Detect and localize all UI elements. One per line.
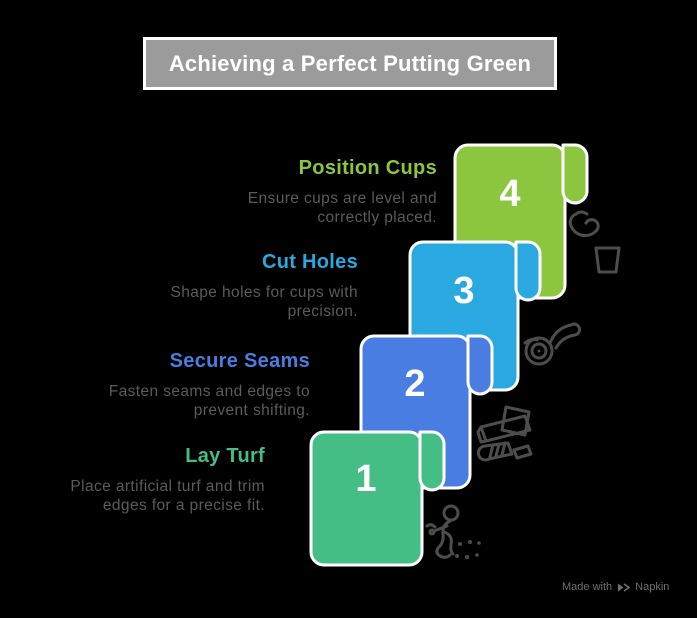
step-number: 2 [404,363,425,405]
step-number: 1 [355,458,376,500]
ribbon-step-1: 1 [309,430,446,567]
kneeling-person-icon [425,504,481,559]
page-title: Achieving a Perfect Putting Green [168,50,532,76]
step-body-line: Fasten seams and edges to [108,383,310,400]
ribbon-curl [418,430,446,492]
step-text-block-4: Position Cups Ensure cups are level and … [197,156,437,227]
step-body: Ensure cups are level and correctly plac… [197,190,437,227]
title-banner: Achieving a Perfect Putting Green [143,37,557,90]
step-text-block-3: Cut Holes Shape holes for cups with prec… [118,250,358,321]
step-body-line: Ensure cups are level and [247,190,437,207]
made-with-label: Made with [562,581,613,593]
step-body-line: Shape holes for cups with [170,284,358,301]
hand-and-cup-icon [568,210,621,274]
step-heading: Position Cups [298,157,437,179]
step-body-line: correctly placed. [317,208,437,226]
step-heading: Cut Holes [261,251,358,273]
ribbon-square [309,430,424,567]
napkin-logo-icon [618,582,631,592]
napkin-label: Napkin [635,581,670,593]
step-body-line: prevent shifting. [193,401,310,419]
ribbon-curl [466,334,494,396]
step-body: Fasten seams and edges to prevent shifti… [70,383,310,420]
step-body: Shape holes for cups with precision. [118,284,358,321]
ribbon-curl [514,240,542,302]
rotary-cutter-icon [523,322,582,366]
step-heading: Lay Turf [185,445,265,467]
ribbon-curl [561,143,589,205]
seam-tape-icon [476,405,533,462]
step-body-line: precision. [287,302,358,320]
step-text-block-2: Secure Seams Fasten seams and edges to p… [70,349,310,420]
step-text-block-1: Lay Turf Place artificial turf and trim … [25,444,265,515]
step-number: 3 [453,270,474,312]
step-number: 4 [499,173,520,215]
made-with-napkin-link[interactable]: Made with Napkin [562,581,669,593]
step-body-line: Place artificial turf and trim [70,478,265,495]
step-body-line: edges for a precise fit. [102,496,265,514]
step-heading: Secure Seams [169,350,310,372]
turf-dots [455,540,481,559]
step-body: Place artificial turf and trim edges for… [25,478,265,515]
